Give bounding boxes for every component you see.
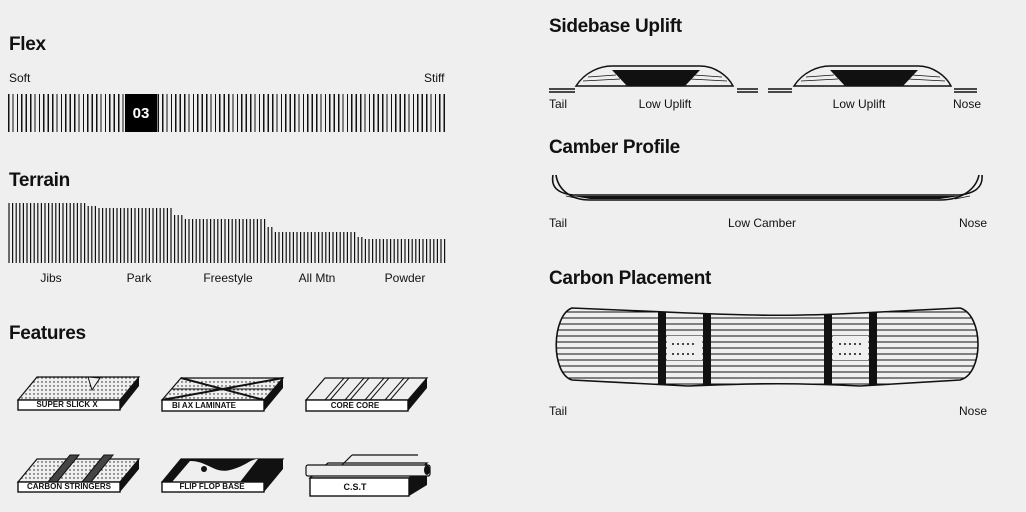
flex-scale: 03 [8, 94, 447, 132]
flex-value-badge: 03 [125, 94, 157, 132]
camber-title: Camber Profile [549, 137, 680, 158]
camber-profile-label: Low Camber [727, 216, 797, 230]
sidebase-nose-label: Nose [953, 97, 982, 111]
super-slick-x-icon [16, 376, 141, 411]
flip-flop-base-icon [160, 458, 285, 493]
terrain-label-powder: Powder [384, 271, 426, 285]
carbon-tail-label: Tail [549, 404, 568, 418]
terrain-title: Terrain [9, 170, 70, 191]
cst-icon [305, 454, 431, 497]
camber-tail-label: Tail [549, 216, 568, 230]
sidebase-title: Sidebase Uplift [549, 16, 682, 37]
carbon-stringers-icon [16, 454, 141, 493]
flex-title: Flex [9, 34, 46, 55]
flex-soft-label: Soft [9, 71, 31, 85]
feature-label-carbon-stringers: CARBON STRINGERS [26, 482, 112, 491]
bi-ax-laminate-icon [160, 377, 285, 412]
feature-label-core-core: CORE CORE [330, 401, 380, 410]
sidebase-right-profile [792, 65, 953, 87]
terrain-label-allmtn: All Mtn [298, 271, 336, 285]
sidebase-tail-label: Tail [549, 97, 568, 111]
feature-label-cst: C.S.T [343, 482, 367, 492]
sidebase-left-uplift-label: Low Uplift [638, 97, 692, 111]
flex-stiff-label: Stiff [424, 71, 445, 85]
sidebase-left-profile [574, 65, 735, 87]
terrain-chart [8, 203, 446, 263]
carbon-title: Carbon Placement [549, 268, 712, 289]
sidebase-right-uplift-label: Low Uplift [832, 97, 886, 111]
carbon-nose-label: Nose [959, 404, 988, 418]
features-title: Features [9, 323, 86, 344]
terrain-label-freestyle: Freestyle [203, 271, 253, 285]
terrain-label-park: Park [126, 271, 152, 285]
feature-label-super-slick-x: SUPER SLICK X [36, 400, 98, 409]
core-core-icon [304, 377, 429, 412]
terrain-label-jibs: Jibs [40, 271, 62, 285]
camber-nose-label: Nose [959, 216, 988, 230]
feature-label-bi-ax-laminate: BI AX LAMINATE [172, 401, 236, 410]
feature-label-flip-flop-base: FLIP FLOP BASE [179, 482, 245, 491]
